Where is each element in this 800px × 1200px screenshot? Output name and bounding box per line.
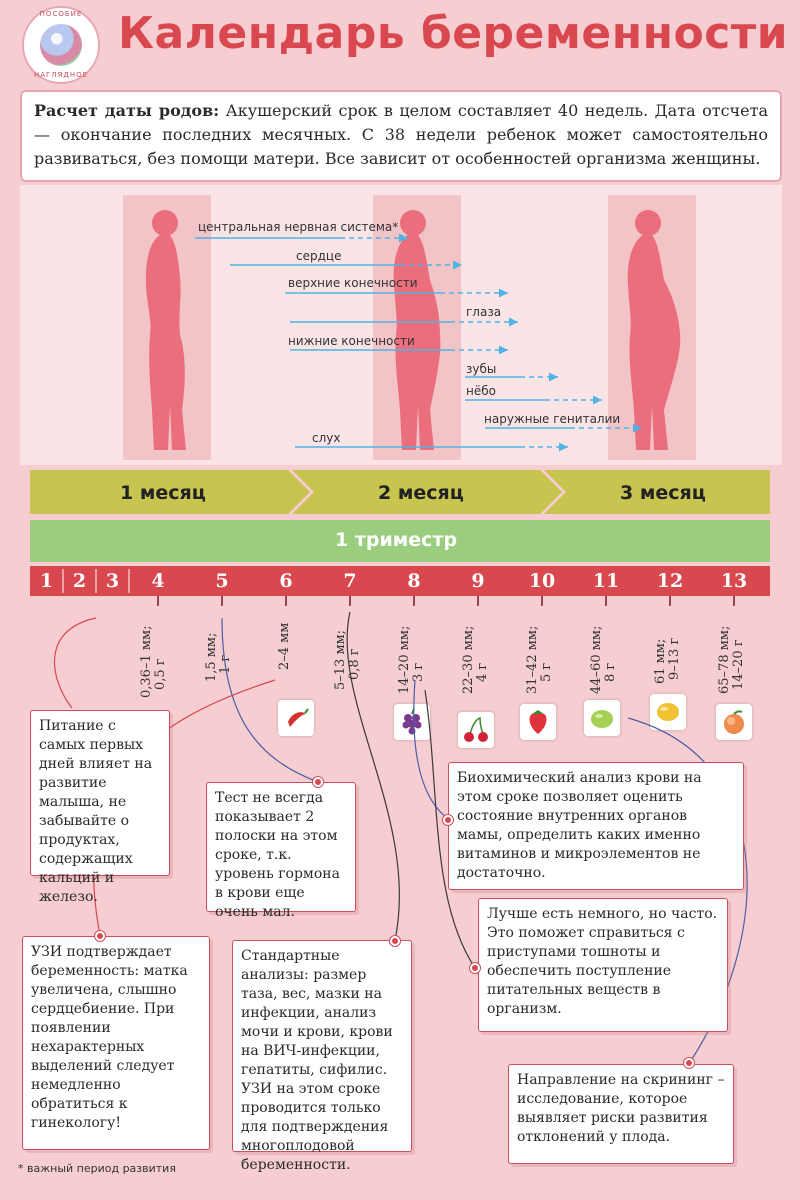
organ-label-palate: нёбо	[466, 384, 496, 398]
page-title: Календарь беременности	[118, 8, 789, 59]
callout-nutrition: Питание с самых первых дней влияет на ра…	[30, 710, 170, 905]
woman-silhouette-1	[145, 210, 186, 450]
week-4: 4	[151, 570, 165, 592]
week-9: 9	[471, 570, 485, 592]
callout-screening: Направление на скрининг – исследование, …	[508, 1064, 734, 1164]
callout-eat-often: Лучше есть немного, но часто. Это поможе…	[478, 898, 728, 1032]
week-2: 2	[72, 570, 87, 592]
woman-silhouette-3	[627, 210, 681, 450]
logo: ПОСОБИЕ НАГЛЯДНОЕ	[22, 6, 100, 84]
connector-dot	[313, 777, 323, 787]
week-10: 10	[528, 570, 556, 592]
organ-label-eyes: глаза	[466, 305, 502, 319]
strawberry-icon	[520, 704, 556, 740]
woman-silhouette-2	[393, 210, 441, 450]
month-label-2: 2 месяц	[378, 482, 464, 504]
months-bar	[30, 470, 770, 514]
callout-uzi: УЗИ подтверждает беременность: матка уве…	[22, 936, 210, 1150]
week-12: 12	[656, 570, 684, 592]
week-7: 7	[343, 570, 357, 592]
callout-standard-tests: Стандартные анализы: размер таза, вес, м…	[232, 940, 412, 1173]
peach-icon	[716, 704, 752, 740]
week-8: 8	[407, 570, 421, 592]
organ-label-lower-limbs: нижние конечности	[288, 334, 415, 348]
trimester-bar: 1 триместр	[30, 520, 770, 562]
organ-label-teeth: зубы	[466, 362, 497, 376]
chili-pepper-icon	[278, 700, 314, 736]
lime-icon	[584, 700, 620, 736]
month-label-3: 3 месяц	[620, 482, 706, 504]
week-5: 5	[215, 570, 229, 592]
trimester-label: 1 триместр	[335, 529, 458, 551]
intro-box: Расчет даты родов: Акушерский срок в цел…	[20, 90, 782, 182]
logo-top-text: ПОСОБИЕ	[39, 10, 83, 18]
organ-label-hearing: слух	[312, 431, 341, 445]
week-13: 13	[720, 570, 748, 592]
organ-label-cns: центральная нервная система*	[198, 220, 399, 234]
intro-text: Акушерский срок в целом составляет 40 не…	[34, 101, 768, 168]
organ-label-heart: сердце	[296, 249, 342, 263]
weeks-bar	[30, 566, 770, 606]
connector-dot	[470, 963, 480, 973]
week-11: 11	[592, 570, 620, 592]
organ-label-genitals: наружные гениталии	[484, 412, 621, 426]
week-3: 3	[105, 570, 120, 592]
week-6: 6	[279, 570, 293, 592]
connector-dot	[684, 1058, 694, 1068]
organ-label-upper-limbs: верхние конечности	[288, 276, 418, 290]
intro-lead: Расчет даты родов:	[34, 101, 220, 120]
logo-bottom-text: НАГЛЯДНОЕ	[33, 71, 89, 79]
connector-dot	[443, 815, 453, 825]
connector-dot	[95, 931, 105, 941]
month-label-1: 1 месяц	[120, 482, 206, 504]
lemon-icon	[650, 694, 686, 730]
footnote: * важный период развития	[18, 1162, 176, 1175]
connector-dot	[390, 936, 400, 946]
week-1: 1	[39, 570, 54, 592]
development-arrows	[195, 233, 642, 452]
globe-icon	[40, 24, 82, 66]
cherries-icon	[458, 712, 494, 748]
callout-test: Тест не всегда показывает 2 полоски на э…	[206, 782, 356, 920]
development-diagram	[145, 210, 681, 452]
callout-biochem: Биохимический анализ крови на этом сроке…	[448, 762, 744, 890]
